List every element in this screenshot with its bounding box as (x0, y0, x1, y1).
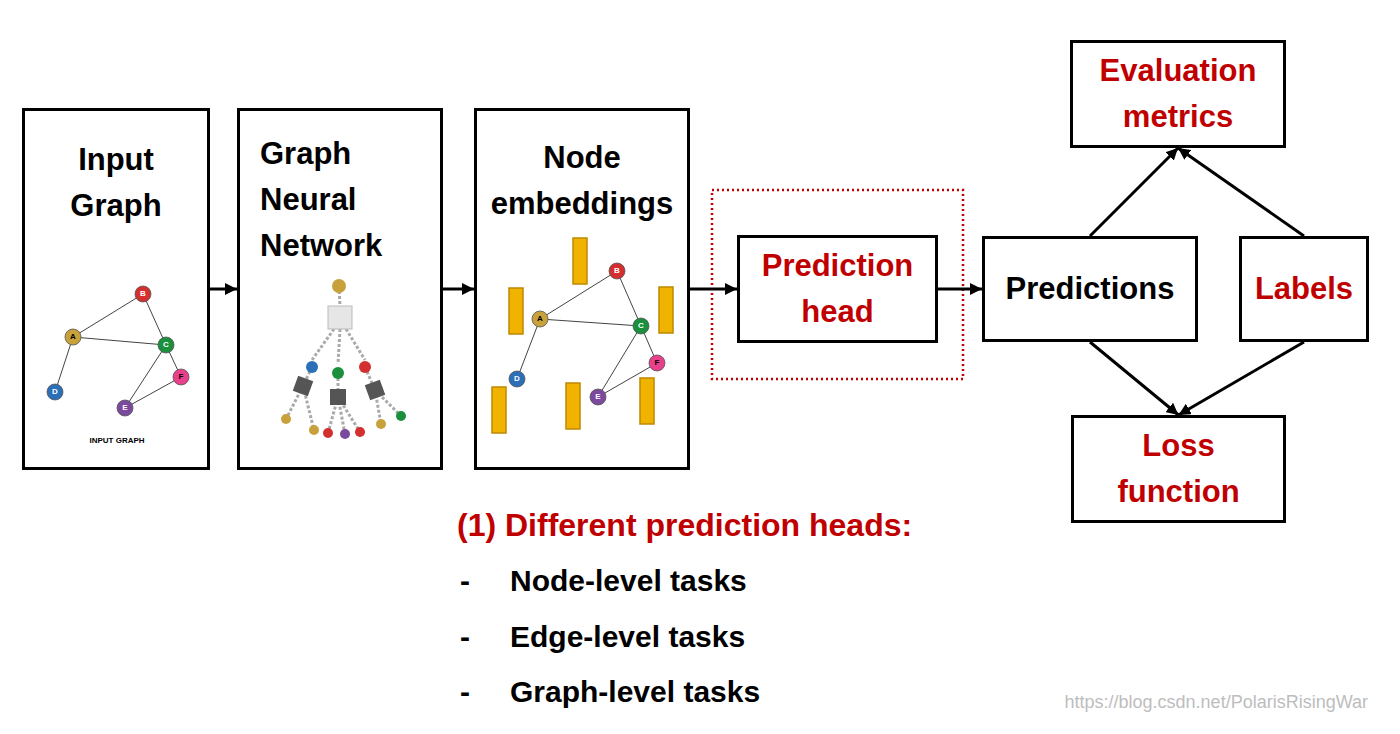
flow-arrow (690, 288, 737, 291)
graph-node (47, 384, 63, 400)
node-letter: F (179, 372, 184, 382)
embedding-bar (573, 238, 587, 284)
node-letter: E (122, 403, 127, 413)
bullet-mark: - (460, 674, 470, 710)
flow-arrow (1179, 342, 1305, 415)
node-letter: C (163, 340, 169, 350)
node-letter: A (537, 314, 543, 324)
bullet-text: Graph-level tasks (510, 674, 760, 710)
box-label: Predictions (1006, 266, 1175, 312)
box-label: Input Graph (51, 137, 181, 229)
flow-arrow (210, 288, 237, 291)
box-label: Prediction head (748, 243, 928, 335)
graph-node (509, 371, 525, 387)
embedding-bar (640, 378, 654, 424)
embedding-bar (659, 287, 673, 333)
embedding-bar (566, 383, 580, 429)
gnn-node (281, 414, 291, 424)
bullet-mark: - (460, 563, 470, 599)
flow-arrow (443, 288, 474, 291)
gnn-link (312, 329, 334, 360)
bullet-text: Edge-level tasks (510, 619, 745, 655)
aggregator-box (293, 376, 314, 397)
flow-arrow (1090, 342, 1179, 415)
input-graph-figure (55, 294, 181, 408)
bullet-mark: - (460, 619, 470, 655)
embedding-bar (492, 387, 506, 433)
model-box: Graph Neural Network (237, 108, 443, 470)
gnn-figure (286, 286, 401, 434)
graph-edge (125, 377, 181, 408)
node-letter: D (52, 387, 58, 397)
gnn-link (346, 329, 365, 360)
process-box: Loss function (1071, 415, 1286, 523)
gnn-node (332, 367, 344, 379)
graph-edge (598, 326, 641, 397)
graph-node (590, 389, 606, 405)
graph-edge (540, 319, 641, 326)
box-label: Node embeddings (482, 135, 682, 227)
gnn-node (396, 411, 406, 421)
node-letter: B (614, 266, 620, 276)
flow-arrow (1090, 148, 1178, 236)
node-letter: E (595, 392, 600, 402)
graph-edge (73, 337, 166, 345)
graph-edge (73, 294, 143, 337)
section-heading: (1) Different prediction heads: (457, 506, 912, 544)
bullet-text: Node-level tasks (510, 563, 747, 599)
flow-arrow (1178, 148, 1304, 236)
node-letter: C (638, 321, 644, 331)
gnn-link (338, 329, 340, 364)
gnn-node (309, 425, 319, 435)
graph-node (633, 318, 649, 334)
box-label: Loss function (1099, 423, 1259, 515)
process-box: Prediction head (737, 235, 938, 343)
graph-node (65, 329, 81, 345)
embedding-graph (517, 271, 657, 397)
node-letter: A (70, 332, 76, 342)
graph-node (173, 369, 189, 385)
graph-edge (55, 337, 73, 392)
aggregator-box (365, 380, 386, 401)
watermark: https://blog.csdn.net/PolarisRisingWar (1065, 691, 1368, 713)
input-box: Input Graph (22, 108, 210, 470)
node-letter: B (140, 289, 146, 299)
graph-node (649, 355, 665, 371)
aggregator-box (330, 389, 346, 405)
gnn-node (355, 427, 365, 437)
box-label: Labels (1255, 266, 1353, 312)
graph-node (609, 263, 625, 279)
input-graph-nodes (47, 286, 189, 416)
embedding-nodes (509, 263, 665, 405)
embedding-vectors (492, 238, 673, 433)
figure-caption: INPUT GRAPH (89, 436, 144, 446)
aggregator-box (328, 306, 352, 329)
gnn-node (376, 419, 386, 429)
graph-node (117, 400, 133, 416)
graph-edge (617, 271, 641, 326)
gnn-node (340, 429, 350, 439)
gnn-node (332, 279, 346, 293)
flow-arrow (938, 288, 982, 291)
box-label: Graph Neural Network (260, 131, 410, 269)
process-box: Evaluation metrics (1070, 40, 1286, 148)
graph-node (532, 311, 548, 327)
box-label: Evaluation metrics (1078, 48, 1278, 140)
gnn-node (306, 361, 318, 373)
data-box: Labels (1239, 236, 1369, 342)
gnn-node (359, 361, 371, 373)
node-letter: D (514, 374, 520, 384)
embedding-bar (509, 288, 523, 334)
gnn-units (281, 279, 406, 439)
embedding-box: Node embeddings (474, 108, 690, 470)
node-letter: F (655, 358, 660, 368)
highlight-frame (712, 190, 963, 379)
gnn-node (323, 428, 333, 438)
graph-edge (125, 345, 166, 408)
process-box: Predictions (982, 236, 1198, 342)
graph-node (158, 337, 174, 353)
graph-node (135, 286, 151, 302)
